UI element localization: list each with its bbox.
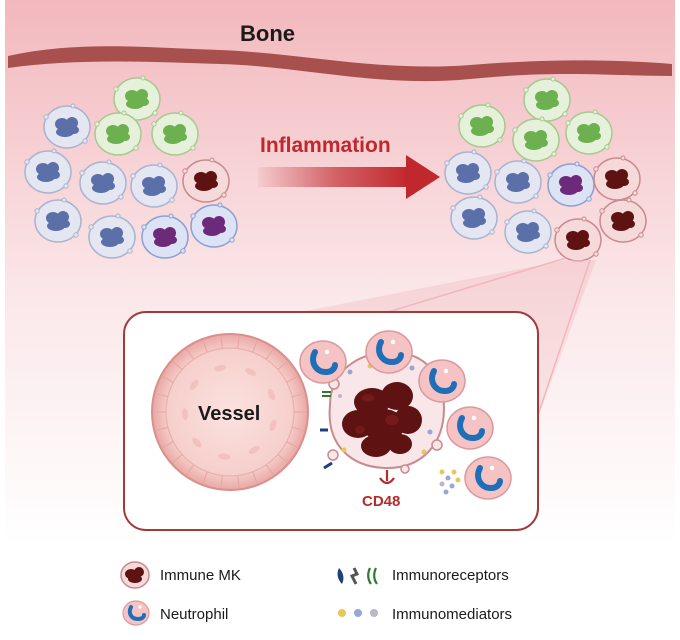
legend-immunoreceptors-label: Immunoreceptors — [392, 567, 509, 584]
zoom-ray — [300, 260, 596, 418]
mk-immunoreceptors — [320, 391, 333, 470]
cd48-label: CD48 — [362, 493, 400, 510]
resting-marrow-cluster — [24, 75, 238, 259]
blue-cell-nucleus — [456, 163, 480, 183]
purple-cell-nucleus — [202, 216, 226, 236]
green-cell-nucleus — [535, 90, 559, 110]
blue-cell-nucleus — [55, 117, 79, 137]
blue-cell — [34, 197, 82, 243]
bone-label: Bone — [240, 21, 295, 46]
neutrophil — [418, 359, 466, 403]
neutrophil-nucleus — [475, 465, 503, 492]
green-cell-nucleus — [125, 89, 149, 109]
immune-mk-small — [599, 197, 647, 243]
neutrophil-nucleus — [310, 349, 338, 376]
green-cell-nucleus — [577, 123, 601, 143]
blue-cell-nucleus — [46, 211, 70, 231]
purple-cell-nucleus — [153, 227, 177, 247]
green-cell — [151, 110, 199, 156]
blue-cell — [130, 162, 178, 208]
green-cell-nucleus — [106, 124, 130, 144]
neutrophil — [365, 330, 413, 374]
immune-mk-small-nucleus — [605, 169, 629, 189]
green-cell — [512, 116, 560, 162]
green-cell — [113, 75, 161, 121]
inflammation-arrow — [258, 155, 440, 199]
immune-mk-cell — [320, 350, 450, 485]
blue-cell-nucleus — [516, 222, 540, 242]
legend: Immune MK Neutrophil Immunoreceptors Imm… — [120, 561, 512, 626]
legend-immune-mk-label: Immune MK — [160, 567, 241, 584]
blue-cell-nucleus — [142, 176, 166, 196]
blue-cell — [24, 148, 72, 194]
neutrophil — [299, 340, 347, 384]
legend-neutrophil-icon — [122, 600, 150, 626]
green-cell — [523, 76, 571, 122]
green-cell-nucleus — [163, 124, 187, 144]
vessel — [151, 333, 309, 491]
immune-mk-small — [182, 157, 230, 203]
green-cell — [565, 109, 613, 155]
neutrophil — [464, 456, 512, 500]
neutrophil — [446, 406, 494, 450]
blue-cell-nucleus — [462, 208, 486, 228]
inflamed-marrow-cluster — [444, 76, 647, 262]
blue-cell — [444, 149, 492, 195]
inflammation-label: Inflammation — [260, 134, 391, 157]
immune-mk-small — [554, 216, 602, 262]
blue-cell-nucleus — [100, 227, 124, 247]
legend-immunomediators-label: Immunomediators — [392, 606, 512, 623]
blue-cell-nucleus — [36, 162, 60, 182]
vessel-label: Vessel — [198, 403, 260, 425]
neutrophil-nucleus — [376, 339, 404, 366]
bone-band — [8, 46, 672, 82]
green-cell — [458, 102, 506, 148]
cd48-receptor — [379, 470, 395, 485]
neutrophil-group — [299, 330, 512, 500]
blue-cell — [504, 208, 552, 254]
blue-cell-nucleus — [506, 172, 530, 192]
neutrophil-nucleus — [457, 415, 485, 442]
purple-cell-nucleus — [559, 175, 583, 195]
green-cell-nucleus — [524, 130, 548, 150]
immunomediator-cloud — [439, 469, 461, 495]
purple-cell — [190, 202, 238, 248]
blue-cell — [88, 213, 136, 259]
blue-cell — [79, 159, 127, 205]
legend-immunoreceptors-icon — [337, 567, 378, 585]
immune-mk-small — [593, 155, 641, 201]
green-cell-nucleus — [470, 116, 494, 136]
immune-mk-small-nucleus — [194, 171, 218, 191]
blue-cell — [450, 194, 498, 240]
blue-cell — [494, 158, 542, 204]
legend-immunomediators-icon — [338, 609, 378, 617]
neutrophil-nucleus — [429, 368, 457, 395]
legend-immune-mk-icon — [120, 561, 150, 589]
immune-mk-small-nucleus — [611, 211, 635, 231]
legend-neutrophil-label: Neutrophil — [160, 606, 228, 623]
immune-mk-small-nucleus — [566, 230, 590, 250]
purple-cell — [141, 213, 189, 259]
purple-cell — [547, 161, 595, 207]
blue-cell-nucleus — [91, 173, 115, 193]
blue-cell — [43, 103, 91, 149]
green-cell — [94, 110, 142, 156]
mk-nucleus — [342, 382, 422, 457]
